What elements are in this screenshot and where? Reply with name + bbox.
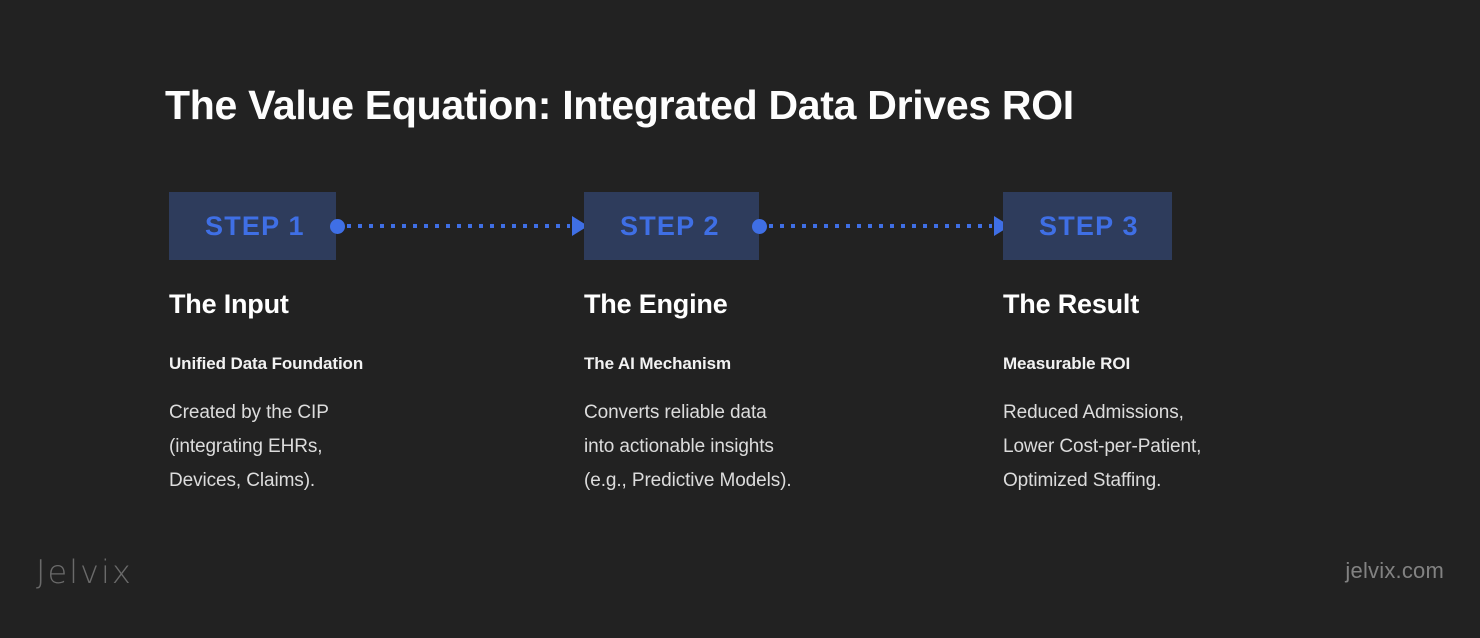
step-badge-2: STEP 2 [584,192,759,260]
column-body-1: Created by the CIP (integrating EHRs, De… [169,402,329,492]
column-subheading-3: Measurable ROI [1003,353,1131,373]
column-subheading-1: Unified Data Foundation [169,353,364,373]
footer-website-url: jelvix.com [1345,558,1444,583]
step-badge-label-1: STEP 1 [205,210,305,241]
column-the-engine: The Engine The AI Mechanism Converts rel… [584,289,984,498]
jelvix-logo: Jelvix [36,553,133,591]
step-badge-3: STEP 3 [1003,192,1172,260]
connector-step2-step3 [752,216,1010,236]
step-badge-1: STEP 1 [169,192,336,260]
column-body-3: Reduced Admissions, Lower Cost-per-Patie… [1003,402,1202,492]
column-subheading-2: The AI Mechanism [584,353,732,373]
connector-step1-step2 [330,216,588,236]
step-sequence: STEP 1 STEP 2 STEP 3 [0,192,1480,260]
connector-dot-icon [752,218,767,234]
column-the-input: The Input Unified Data Foundation Create… [169,289,569,498]
column-heading-2: The Engine [584,289,728,319]
page-title: The Value Equation: Integrated Data Driv… [165,82,1074,128]
connector-dotted-line [769,224,992,228]
column-heading-1: The Input [169,289,289,319]
column-body-2: Converts reliable data into actionable i… [584,402,792,492]
connector-dotted-line [347,224,570,228]
connector-dot-icon [330,218,345,234]
step-badge-label-2: STEP 2 [620,210,720,241]
column-the-result: The Result Measurable ROI Reduced Admiss… [1003,289,1403,498]
column-heading-3: The Result [1003,289,1140,319]
step-badge-label-3: STEP 3 [1039,210,1139,241]
